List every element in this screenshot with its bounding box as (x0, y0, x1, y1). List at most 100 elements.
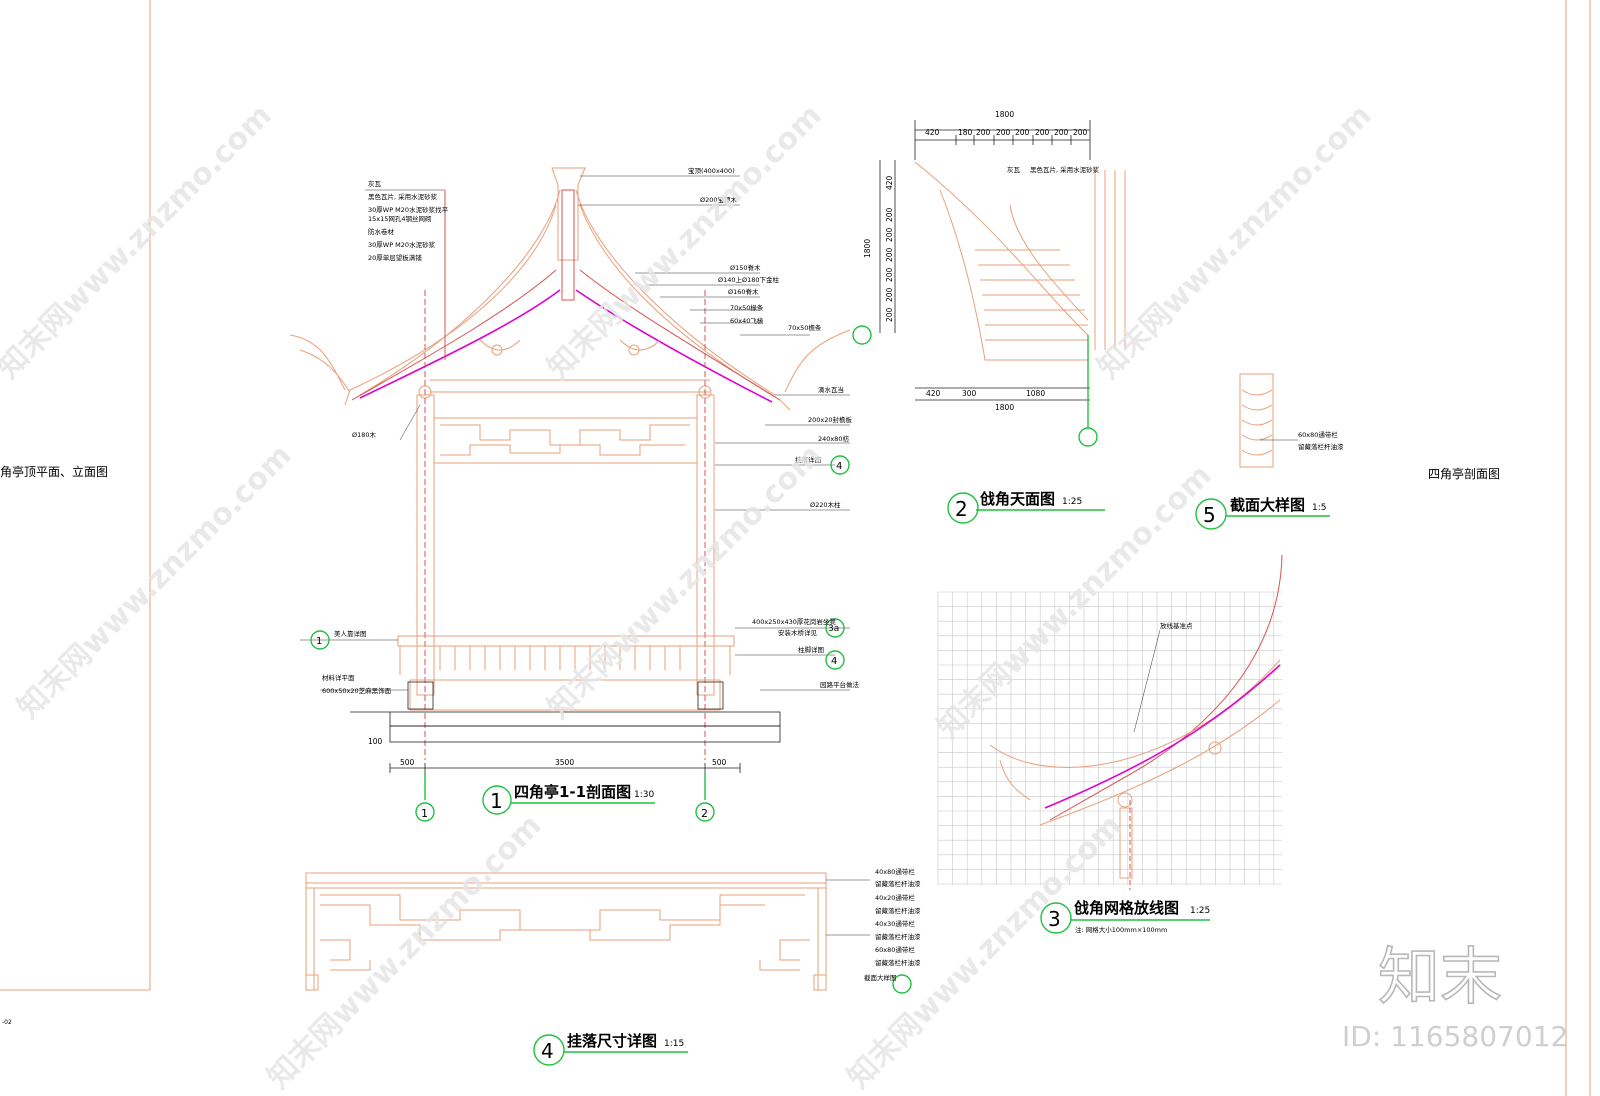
dimension-text: 200 (885, 207, 894, 222)
profile-title-block: 5 截面大样图 1:5 (1195, 496, 1330, 530)
roof-layer-label: 灰瓦 (368, 179, 382, 188)
section-label: 园路平台做法 (820, 680, 860, 689)
callout-number: 4 (831, 656, 837, 667)
ceiling-label: 黑色瓦片, 采用水泥砂浆 (1030, 165, 1100, 174)
watermark-logo: 知末 ID: 1165807012 (1342, 939, 1568, 1053)
dimension-text: 500 (712, 758, 727, 767)
roof-layer-label: 30厚WP M20水泥砂浆找平 (368, 205, 449, 214)
view-number: 3 (1048, 907, 1061, 931)
section-label: 滴水瓦当 (818, 385, 844, 394)
dimension-text: 300 (962, 389, 977, 398)
section-roof-layer-labels: 灰瓦 黑色瓦片, 采用水泥砂浆 30厚WP M20水泥砂浆找平 15x15网孔4… (368, 179, 449, 262)
section-label: 70x50檐条 (788, 323, 822, 332)
callout-number: 4 (836, 461, 842, 472)
grid-drawing: 放线基准点 (937, 554, 1283, 890)
watermark-text: 知末网www.znzmo.com (1091, 98, 1379, 386)
watermark-text: 知末网www.znzmo.com (11, 438, 299, 726)
hanging-label: 留藏落栏杆油漆 (875, 879, 921, 888)
axis-label: 1 (421, 807, 428, 820)
section-left-labels: Ø180木 美人靠详图 材料详平面 600x50x20芝麻黑饰面 (322, 430, 392, 695)
watermark-text: 知末网www.znzmo.com (541, 438, 829, 726)
section-drawing (289, 167, 851, 822)
section-label: 挂落详图 (795, 455, 821, 464)
grid-label: 放线基准点 (1160, 621, 1193, 630)
ceiling-dimensions: 1800 420 180 200 200 200 200 200 200 180… (863, 110, 1100, 412)
roof-layer-label: 15x15网孔4钢丝网砌 (368, 214, 432, 223)
section-label: Ø200宝顶木 (700, 195, 738, 204)
dimension-text: 200 (885, 307, 894, 322)
dimension-text: 200 (885, 247, 894, 262)
dimension-text: 1800 (863, 239, 872, 258)
dimension-text: 100 (368, 737, 383, 746)
grid-title-block: 3 戗角网格放线图 1:25 注: 网格大小100mm×100mm (1040, 899, 1210, 934)
ceiling-title-block: 2 戗角天面图 1:25 (947, 490, 1105, 524)
hanging-labels: 40x80通带栏 留藏落栏杆油漆 40x20通带栏 留藏落栏杆油漆 40x30通… (864, 867, 921, 982)
section-label: Ø160脊木 (728, 287, 759, 296)
dimension-text: 200 (1035, 128, 1050, 137)
section-label: 70x50椽条 (730, 303, 764, 312)
axis-label: 2 (701, 807, 708, 820)
hanging-label: 留藏落栏杆油漆 (875, 958, 921, 967)
dimension-text: 200 (885, 287, 894, 302)
hanging-label: 40x30通带栏 (875, 919, 915, 928)
section-dimensions: 100 500 3500 500 1 2 4 3a 4 1 (316, 461, 842, 820)
watermark-text: 知末网www.znzmo.com (261, 808, 549, 1096)
view-title: 截面大样图 (1230, 496, 1305, 514)
section-label: Ø180木 (352, 430, 377, 439)
hanging-label: 留藏落栏杆油漆 (875, 906, 921, 915)
dimension-text: 3500 (555, 758, 574, 767)
section-label: 材料详平面 (322, 673, 355, 682)
callout-number: 3a (828, 624, 839, 634)
dimension-text: 1800 (995, 110, 1014, 119)
view-number: 2 (955, 497, 968, 521)
sheet-code: -02 (2, 1019, 12, 1026)
view-number: 1 (490, 789, 503, 813)
section-label: 200x20封檐板 (808, 415, 853, 424)
section-label: Ø220木柱 (810, 500, 841, 509)
section-right-labels: 宝顶(400x400) Ø200宝顶木 Ø150脊木 Ø140上Ø180下金柱 … (688, 166, 860, 689)
hanging-label: 40x80通带栏 (875, 867, 915, 876)
profile-label: 留藏落栏杆油漆 (1298, 442, 1344, 451)
ceiling-drawing (852, 120, 1126, 447)
view-title: 挂落尺寸详图 (567, 1032, 657, 1050)
right-sheet-title: 四角亭剖面图 (1428, 466, 1500, 481)
hanging-label: 留藏落栏杆油漆 (875, 932, 921, 941)
view-scale: 1:25 (1190, 906, 1210, 916)
hanging-label: 60x80通带栏 (875, 945, 915, 954)
dimension-text: 1080 (1026, 389, 1045, 398)
dimension-text: 200 (1073, 128, 1088, 137)
view-scale: 1:25 (1062, 497, 1082, 507)
callout-number: 1 (316, 636, 322, 647)
profile-drawing: 60x80通带栏 留藏落栏杆油漆 (1239, 373, 1344, 468)
section-label: 安装木桥详见 (778, 628, 818, 637)
profile-label: 60x80通带栏 (1298, 430, 1338, 439)
dimension-text: 200 (885, 227, 894, 242)
section-label: 柱脚详图 (798, 645, 824, 654)
watermark-text: 知末网www.znzmo.com (541, 98, 829, 386)
section-label: 400x250x430厚花岗岩坐凳 (752, 617, 836, 626)
hanging-drawing (305, 872, 912, 994)
dimension-text: 1800 (995, 403, 1014, 412)
image-id: ID: 1165807012 (1342, 1020, 1568, 1053)
view-scale: 1:5 (1312, 503, 1326, 513)
view-note: 注: 网格大小100mm×100mm (1075, 925, 1167, 934)
roof-layer-label: 20厚单层望板满铺 (368, 253, 422, 262)
section-label: 60x40飞椽 (730, 316, 764, 325)
view-title: 戗角网格放线图 (1074, 899, 1179, 917)
view-scale: 1:30 (634, 790, 654, 800)
hanging-title-block: 4 挂落尺寸详图 1:15 (533, 1032, 688, 1066)
section-title-block: 1 四角亭1-1剖面图 1:30 (482, 783, 655, 815)
dimension-text: 200 (1015, 128, 1030, 137)
dimension-text: 420 (885, 175, 894, 190)
view-number: 5 (1203, 503, 1216, 527)
section-label: 600x50x20芝麻黑饰面 (322, 686, 392, 695)
section-label: 美人靠详图 (334, 629, 367, 638)
view-title: 四角亭1-1剖面图 (514, 783, 631, 801)
dimension-text: 200 (1054, 128, 1069, 137)
roof-layer-label: 黑色瓦片, 采用水泥砂浆 (368, 192, 438, 201)
dimension-text: 200 (885, 267, 894, 282)
dimension-text: 500 (400, 758, 415, 767)
view-scale: 1:15 (664, 1039, 684, 1049)
